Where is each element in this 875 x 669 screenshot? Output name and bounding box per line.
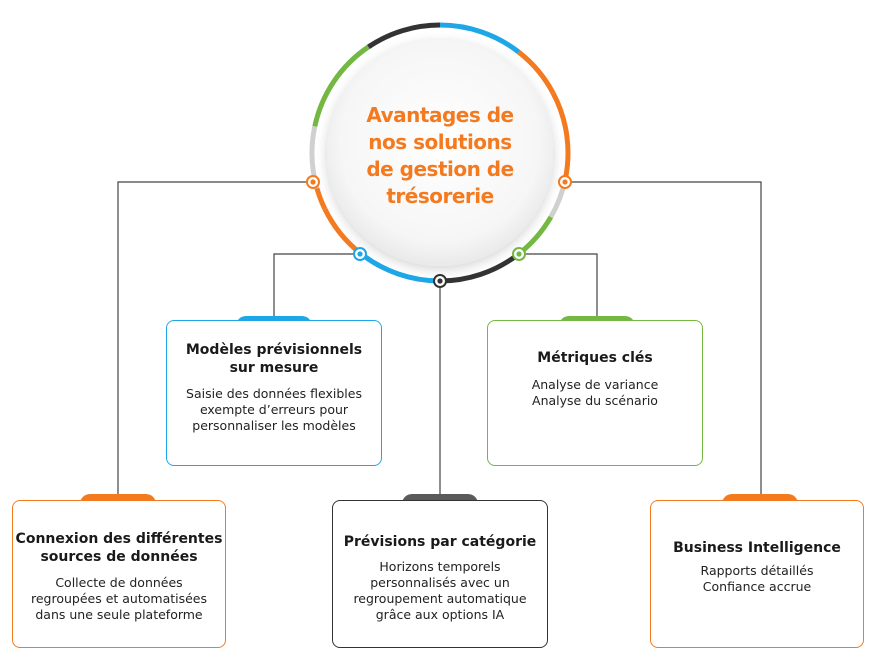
card-body: Analyse de variance Analyse du scénario bbox=[488, 377, 702, 409]
ring-arc-segment bbox=[314, 187, 328, 211]
card-line: personnaliser les modèles bbox=[192, 418, 356, 433]
card-body: Horizons temporels personnalisés avec un… bbox=[333, 559, 547, 623]
card-line: Confiance accrue bbox=[702, 579, 812, 594]
card-line: regroupées et automatisées bbox=[30, 591, 208, 606]
card-line: Collecte de données bbox=[55, 575, 183, 590]
connector-models bbox=[273, 253, 360, 318]
card-line: Rapports détaillés bbox=[700, 563, 814, 578]
card-body: Saisie des données flexibles exempte d’e… bbox=[167, 386, 381, 434]
card-title: Métriques clés bbox=[488, 349, 702, 367]
card-line: Horizons temporels bbox=[379, 559, 501, 574]
card-title-line: Métriques clés bbox=[537, 350, 653, 366]
card-title-line: Modèles prévisionnels bbox=[185, 342, 363, 358]
card-title-line: Business Intelligence bbox=[673, 540, 841, 556]
card-body: Rapports détaillés Confiance accrue bbox=[651, 563, 863, 595]
card-line: Saisie des données flexibles bbox=[186, 386, 362, 401]
card-connection: Connexion des différentes sources de don… bbox=[12, 500, 226, 648]
connector-dots bbox=[306, 175, 572, 288]
connector-lines bbox=[117, 181, 762, 496]
dot-orange-left bbox=[306, 175, 320, 189]
dot-dark bbox=[433, 274, 447, 288]
card-line: Analyse du scénario bbox=[532, 393, 658, 408]
dot-blue bbox=[353, 247, 367, 261]
ring-arc-segment bbox=[312, 44, 370, 127]
ring-arc-segment bbox=[550, 91, 571, 181]
ring-arc-segment bbox=[367, 22, 441, 49]
card-metrics: Métriques clés Analyse de variance Analy… bbox=[487, 320, 703, 466]
connector-connection bbox=[117, 181, 313, 496]
card-body: Collecte de données regroupées et automa… bbox=[13, 575, 225, 623]
card-models: Modèles prévisionnels sur mesure Saisie … bbox=[166, 320, 382, 466]
dot-green bbox=[512, 247, 526, 261]
ring-arc-segment bbox=[439, 253, 519, 284]
ring-arc-segment bbox=[517, 50, 556, 95]
diagram-title: Avantages de nos solutions de gestion de… bbox=[338, 102, 542, 210]
title-line: de gestion de bbox=[366, 157, 514, 181]
title-line: Avantages de bbox=[366, 103, 514, 127]
card-bi: Business Intelligence Rapports détaillés… bbox=[650, 500, 864, 648]
card-line: exempte d’erreurs pour bbox=[199, 402, 349, 417]
card-title: Connexion des différentes sources de don… bbox=[13, 530, 225, 566]
card-title-line: sur mesure bbox=[229, 360, 319, 376]
card-title-line: Prévisions par catégorie bbox=[343, 534, 537, 550]
card-title: Modèles prévisionnels sur mesure bbox=[167, 341, 381, 377]
card-line: dans une seule plateforme bbox=[35, 607, 203, 622]
card-line: personnalisés avec un bbox=[370, 575, 510, 590]
card-title-line: Connexion des différentes bbox=[15, 531, 223, 547]
connector-metrics bbox=[519, 253, 598, 318]
title-line: trésorerie bbox=[386, 184, 494, 208]
card-line: grâce aux options IA bbox=[375, 607, 505, 622]
card-title-line: sources de données bbox=[40, 549, 198, 565]
ring-arc-segment bbox=[359, 251, 441, 284]
card-forecast: Prévisions par catégorie Horizons tempor… bbox=[332, 500, 548, 648]
ring-arc-segment bbox=[439, 22, 521, 55]
card-line: regroupement automatique bbox=[353, 591, 527, 606]
center-disc bbox=[327, 40, 553, 266]
card-title: Prévisions par catégorie bbox=[333, 533, 547, 551]
connector-bi bbox=[565, 181, 762, 496]
card-line: Analyse de variance bbox=[531, 377, 659, 392]
dot-orange-right bbox=[558, 175, 572, 189]
card-title: Business Intelligence bbox=[651, 539, 863, 557]
title-line: nos solutions bbox=[368, 130, 512, 154]
